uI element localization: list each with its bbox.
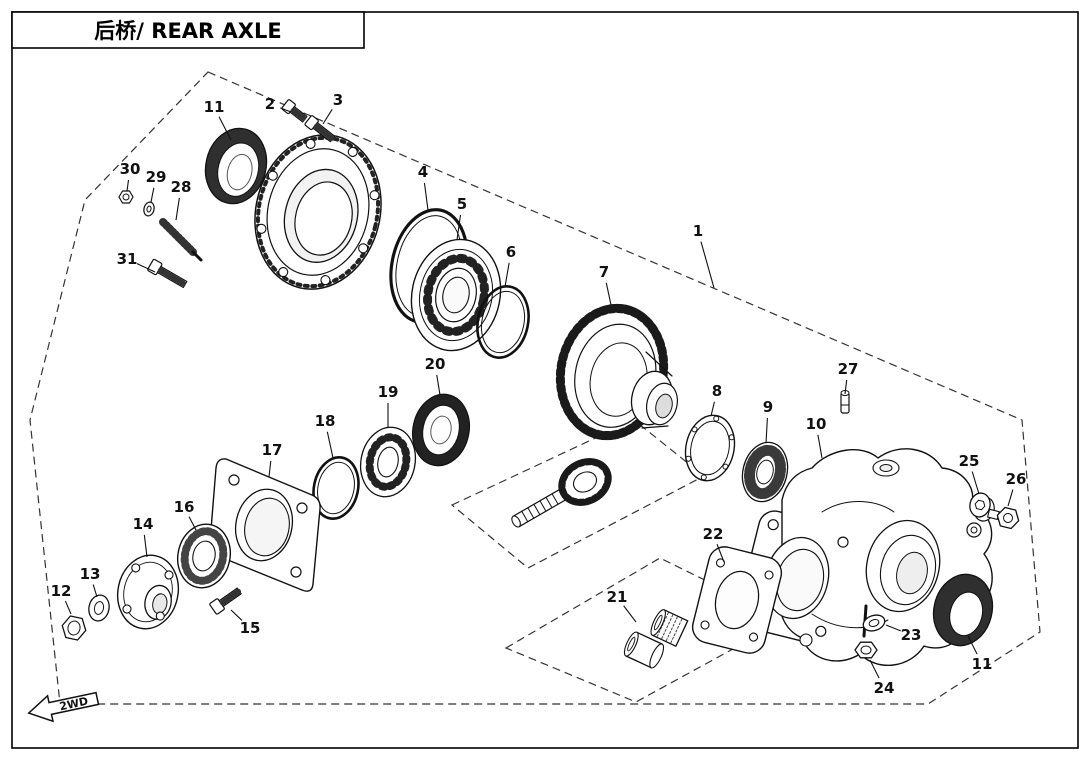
callout-leader-12 (64, 600, 72, 615)
part-callout-5: 5 (457, 195, 467, 213)
part-23-washer (862, 614, 886, 632)
callout-leader-14 (143, 534, 148, 558)
part-callout-23: 23 (901, 626, 922, 644)
callout-leader-18 (326, 431, 334, 459)
callout-leader-13 (92, 584, 98, 598)
part-callout-29: 29 (146, 168, 167, 186)
part-14-hub (116, 554, 180, 630)
callout-leader-11b (967, 635, 978, 655)
callout-leader-5 (456, 214, 462, 241)
part-17-bracket-plate (209, 458, 321, 592)
callout-leader-15 (230, 609, 243, 621)
callout-leader-22 (716, 544, 725, 563)
part-callout-13: 13 (80, 565, 101, 583)
two-wd-arrow-icon (27, 691, 100, 723)
part-18-o-ring (312, 456, 360, 520)
callout-leader-26 (1007, 489, 1014, 507)
part-callout-4: 4 (418, 163, 428, 181)
part-callout-14: 14 (133, 515, 154, 533)
part-callout-11a: 11 (204, 98, 225, 116)
part-8-gasket-ring (684, 414, 736, 482)
part-callout-24: 24 (874, 679, 895, 697)
callout-leader-2 (280, 107, 292, 113)
title-box (11, 11, 365, 49)
callout-leader-23 (885, 624, 901, 632)
part-callout-16: 16 (174, 498, 195, 516)
part-callout-8: 8 (712, 382, 722, 400)
part-callout-3: 3 (333, 91, 343, 109)
drive-direction-flag: 2WD (27, 691, 100, 723)
part-callout-21: 21 (607, 588, 628, 606)
callout-leader-25 (971, 471, 980, 495)
part-9-needle-bearing (741, 441, 789, 503)
part-13-washer (88, 594, 110, 622)
callout-leader-9 (765, 417, 768, 444)
part-callout-22: 22 (703, 525, 724, 543)
callout-leader-29 (150, 187, 155, 203)
callout-leader-10 (817, 434, 823, 459)
part-22-gasket (691, 546, 783, 654)
part-21-bushing-knurled (650, 609, 689, 647)
part-7-pinion-gear (511, 458, 612, 528)
callout-leader-16 (188, 516, 197, 531)
callout-leader-30 (126, 179, 130, 192)
part-callout-30: 30 (120, 160, 141, 178)
part-19-ball-bearing (359, 426, 417, 498)
part-callout-12: 12 (51, 582, 72, 600)
parts-layer (61, 99, 1020, 669)
part-15-bolt (209, 587, 242, 615)
part-callout-20: 20 (425, 355, 446, 373)
part-21-bushing-sleeve (623, 631, 665, 669)
callout-leader-20 (436, 374, 441, 396)
callout-leader-4 (423, 182, 429, 211)
page-title: 后桥/ REAR AXLE (94, 19, 281, 43)
part-callout-31: 31 (117, 250, 138, 268)
part-callout-25: 25 (959, 452, 980, 470)
drive-flag-label: 2WD (58, 695, 89, 714)
callout-leader-6 (504, 262, 510, 288)
callout-leader-31 (136, 263, 156, 273)
part-callout-11b: 11 (972, 655, 993, 673)
part-callout-10: 10 (806, 415, 827, 433)
part-callout-26: 26 (1006, 470, 1027, 488)
part-24-nut (854, 641, 878, 659)
part-callout-17: 17 (262, 441, 283, 459)
part-30-nut (118, 190, 134, 204)
assembly-boundary (29, 71, 1041, 705)
part-16-seal-ring (177, 523, 231, 589)
callout-leader-3 (322, 109, 333, 125)
part-3-bolt (304, 115, 336, 143)
part-callout-2: 2 (265, 95, 275, 113)
part-callout-19: 19 (378, 383, 399, 401)
part-callout-1: 1 (693, 222, 703, 240)
part-callout-6: 6 (506, 243, 516, 261)
part-12-nut (61, 615, 87, 641)
callout-leader-17 (268, 460, 272, 478)
callout-leader-11a (218, 116, 232, 141)
part-callout-28: 28 (171, 178, 192, 196)
part-bearing-cover (254, 134, 382, 290)
part-callout-7: 7 (599, 263, 609, 281)
part-28-spring-stud (159, 218, 203, 262)
callout-leader-28 (175, 197, 180, 221)
callout-leader-8 (710, 401, 715, 417)
callout-leader-1 (700, 241, 715, 289)
part-26-plug-bolt (987, 506, 1020, 530)
part-callout-18: 18 (315, 412, 336, 430)
part-11-oil-seal-bottom (932, 573, 994, 647)
callout-leader-21 (623, 605, 637, 623)
part-7-crown-gear (555, 303, 679, 441)
callout-leader-27 (844, 379, 848, 395)
callout-leader-24 (869, 659, 880, 679)
callout-leader-7 (605, 282, 612, 306)
part-callout-9: 9 (763, 398, 773, 416)
part-6-ring (476, 285, 530, 359)
part-29-washer (143, 201, 155, 217)
part-callout-15: 15 (240, 619, 261, 637)
part-11-oil-seal-top (204, 127, 268, 205)
part-callout-27: 27 (838, 360, 859, 378)
part-20-sealed-bearing (412, 393, 470, 467)
